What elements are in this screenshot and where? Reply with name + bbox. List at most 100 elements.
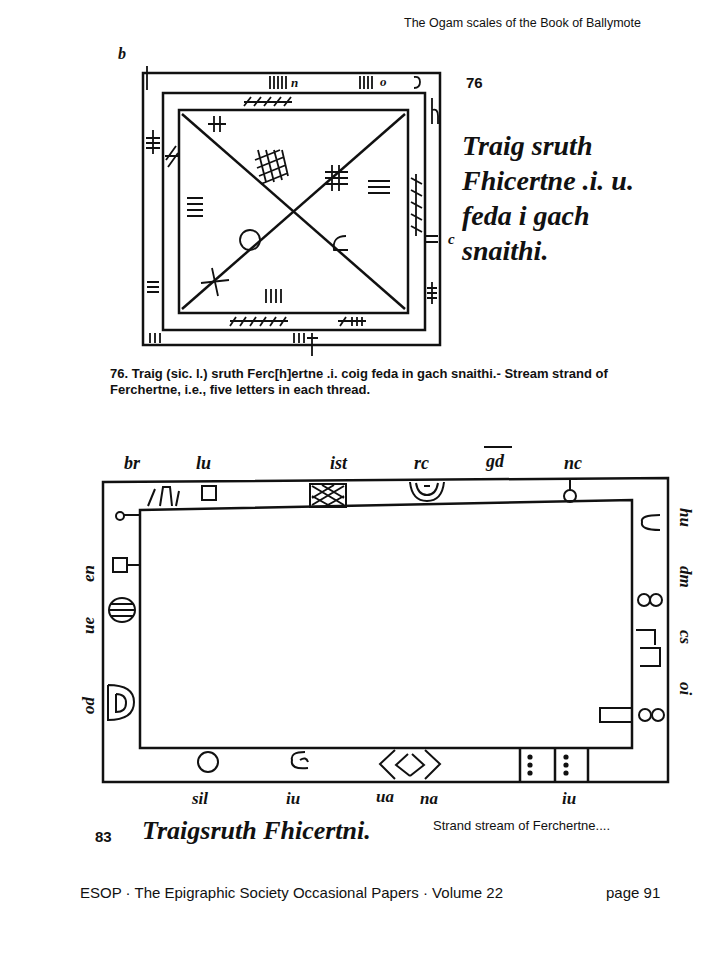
- figure-83-frame: [520, 748, 588, 782]
- ogam-strokes: [146, 130, 160, 154]
- ogam-strokes: [334, 236, 348, 250]
- ogam-symbols: [108, 685, 134, 720]
- ogam-strokes: [325, 165, 348, 191]
- ogam-strokes: [294, 333, 318, 356]
- ogam-strokes: [255, 150, 288, 184]
- page-number: page 91: [606, 884, 660, 903]
- figure-83-frame: [140, 500, 632, 748]
- ogam-symbols: [564, 490, 576, 502]
- letter-label: rc: [414, 452, 429, 475]
- figure-83-frame: [103, 478, 668, 782]
- manuscript-text: Traigsruth Fhicertni.: [142, 815, 371, 848]
- ogam-symbols: [528, 755, 531, 758]
- figure-76-frame: [143, 73, 440, 345]
- ogam-strokes: [338, 317, 366, 326]
- letter-label: gd: [486, 450, 504, 473]
- letter-label: br: [124, 452, 140, 475]
- letter-label: ue: [78, 617, 99, 634]
- ogam-strokes: [270, 76, 286, 89]
- ogam-symbols: [639, 709, 651, 721]
- running-footer: ESOP · The Epigraphic Society Occasional…: [80, 884, 503, 903]
- ogam-strokes: [147, 282, 159, 292]
- ogam-strokes: [230, 317, 288, 326]
- ogam-symbols: [528, 763, 531, 766]
- ogam-symbols: [600, 708, 632, 722]
- ogam-strokes: [266, 289, 281, 303]
- ogam-symbols: [484, 446, 512, 448]
- ogam-symbols: [202, 486, 216, 500]
- figure-76-frame: [182, 114, 405, 309]
- letter-label: lu: [196, 452, 211, 475]
- ogam-symbols: [312, 485, 344, 506]
- running-header: The Ogam scales of the Book of Ballymote: [404, 16, 641, 32]
- letter-label: na: [420, 788, 438, 809]
- ogam-strokes: [240, 230, 260, 250]
- ogam-symbols: [113, 558, 127, 572]
- figure-83-frame: [103, 478, 668, 782]
- letter-label: n: [291, 75, 298, 91]
- letter-label: iu: [562, 788, 576, 809]
- manuscript-text: Traig sruth Fhicertne .i. u. feda i gach…: [462, 128, 670, 268]
- figure-76-frame: [179, 110, 408, 313]
- ogam-symbols: [638, 594, 650, 606]
- figure-76-frame: [182, 114, 405, 309]
- ogam-strokes: [360, 76, 372, 89]
- ogam-symbols: [198, 752, 218, 772]
- ogam-strokes: [414, 77, 420, 88]
- ogam-symbols: [124, 514, 140, 516]
- ogam-strokes: [187, 198, 203, 216]
- letter-label: c: [448, 230, 455, 249]
- letter-label: ua: [376, 786, 394, 807]
- ogam-symbols: [310, 484, 346, 507]
- ogam-symbols: [652, 709, 664, 721]
- ogam-symbols: [564, 763, 567, 766]
- ogam-symbols: [564, 755, 567, 758]
- letter-label: oi: [675, 682, 696, 695]
- ogam-symbols: [636, 630, 660, 666]
- ogam-strokes: [165, 146, 178, 167]
- ogam-strokes: [411, 174, 422, 236]
- ogam-symbols: [292, 752, 308, 768]
- ogam-strokes: [427, 282, 437, 304]
- ogam-symbols: [642, 515, 660, 530]
- ogam-strokes: [432, 98, 438, 124]
- ogam-strokes: [146, 66, 438, 356]
- ogam-symbols: [110, 604, 134, 616]
- ogam-strokes: [244, 97, 292, 106]
- ogam-strokes: [146, 66, 148, 90]
- letter-label: dm: [675, 566, 696, 588]
- ogam-symbols: [569, 480, 571, 490]
- letter-label: ist: [330, 452, 347, 475]
- ogam-symbols: [380, 750, 440, 779]
- letter-label: hu: [675, 508, 696, 527]
- letter-label: od: [78, 697, 99, 714]
- ogam-strokes: [368, 181, 390, 193]
- figure-number: 83: [95, 828, 112, 847]
- letter-label: en: [78, 565, 99, 582]
- ogam-symbols: [108, 447, 664, 779]
- figure-number: 76: [466, 74, 483, 93]
- figure-76-frame: [143, 73, 440, 345]
- ogam-symbols: [528, 771, 531, 774]
- letter-label: o: [380, 74, 387, 90]
- ogam-symbols: [148, 487, 179, 506]
- letter-label: sil: [192, 788, 208, 809]
- ogam-strokes: [208, 116, 226, 132]
- ogam-strokes: [426, 236, 438, 242]
- ogam-strokes: [201, 268, 229, 296]
- figure-caption: Strand stream of Ferchertne....: [433, 818, 610, 834]
- ogam-strokes: [150, 333, 160, 343]
- letter-label: nc: [564, 452, 582, 475]
- ogam-symbols: [116, 512, 124, 520]
- figure-76-frame: [163, 93, 425, 330]
- ogam-symbols: [650, 594, 662, 606]
- letter-label: cs: [675, 630, 696, 644]
- letter-label: iu: [286, 788, 300, 809]
- ogam-symbols: [127, 564, 140, 566]
- ogam-symbols: [564, 771, 567, 774]
- ogam-symbols: [109, 598, 135, 622]
- figure-caption: 76. Traig (sic. l.) sruth Ferc[h]ertne .…: [110, 366, 620, 399]
- letter-label: b: [118, 44, 126, 64]
